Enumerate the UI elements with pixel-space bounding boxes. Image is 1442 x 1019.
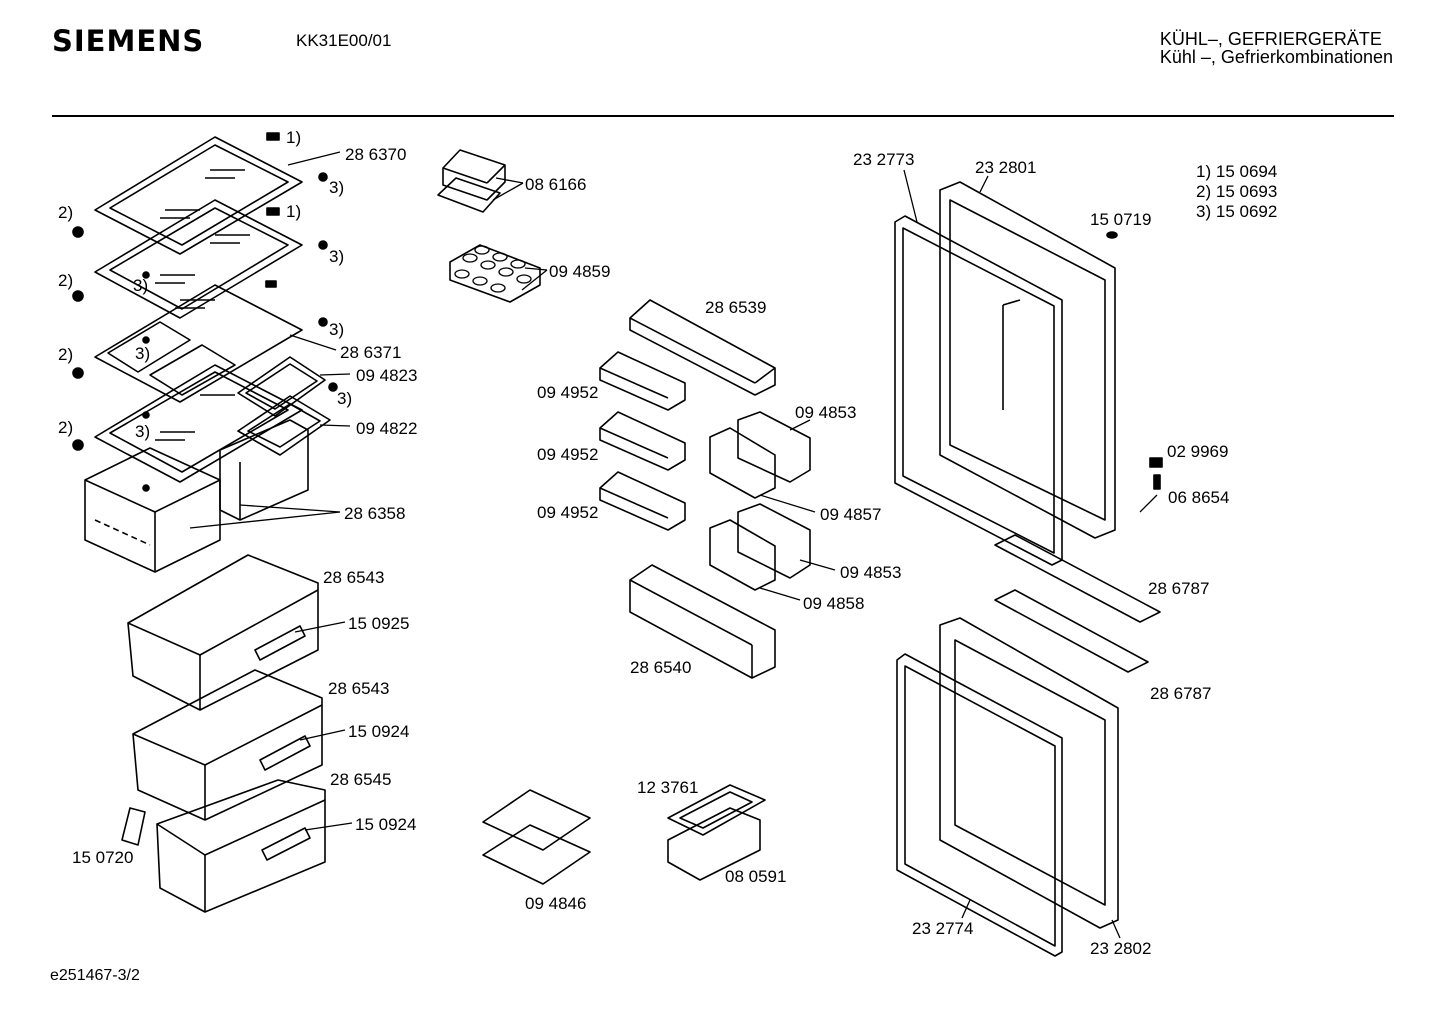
legend-key: 1)	[1196, 162, 1212, 181]
ice-tray-123761	[667, 784, 766, 881]
callout-3: 3)	[329, 247, 344, 266]
label-232802: 23 2802	[1090, 939, 1151, 958]
label-286539: 28 6539	[705, 298, 766, 317]
label-232773: 23 2773	[853, 150, 914, 169]
brand-logo: SIEMENS	[52, 24, 205, 58]
label-094823: 09 4823	[356, 366, 417, 385]
callout-2: 2)	[58, 345, 73, 364]
label-286545: 28 6545	[330, 770, 391, 789]
clip-icons	[72, 132, 338, 492]
fridge-gasket-232773	[894, 215, 1063, 566]
glass-shelf-top	[94, 136, 303, 255]
label-150719: 15 0719	[1090, 210, 1151, 229]
small-bin-094952-3	[599, 471, 686, 531]
callout-1: 1)	[286, 202, 301, 221]
legend-key: 2)	[1196, 182, 1212, 201]
door-shelf-286540	[629, 564, 776, 679]
category-line-2: Kühl –, Gefrierkombinationen	[1159, 47, 1393, 67]
category-line-1: KÜHL–, GEFRIERGERÄTE	[1159, 29, 1382, 49]
label-068654: 06 8654	[1168, 488, 1229, 507]
drawing-reference: e251467-3/2	[50, 967, 140, 984]
label-029969: 02 9969	[1167, 442, 1228, 461]
freezer-gasket-232774	[896, 653, 1063, 957]
label-094952-b: 09 4952	[537, 445, 598, 464]
fastener-icons	[1106, 231, 1163, 490]
split-shelf-4	[94, 364, 303, 483]
butter-box-086166	[437, 149, 506, 213]
legend-row: 2) 15 0693	[1196, 182, 1277, 202]
label-094822: 09 4822	[356, 419, 417, 438]
drawer-handle-150720	[121, 807, 146, 846]
category-title: KÜHL–, GEFRIERGERÄTE Kühl –, Gefrierkomb…	[1160, 30, 1393, 66]
part-labels: 28 6370 08 6166 09 4859 28 6371 09 4823 …	[58, 128, 1229, 958]
callout-3: 3)	[329, 178, 344, 197]
label-286371: 28 6371	[340, 343, 401, 362]
callout-2: 2)	[58, 271, 73, 290]
legend-part: 15 0693	[1215, 182, 1278, 201]
label-150720: 15 0720	[72, 848, 133, 867]
label-286787-b: 28 6787	[1150, 684, 1211, 703]
drawer-2	[132, 669, 323, 821]
label-232801: 23 2801	[975, 158, 1036, 177]
label-094853-b: 09 4853	[840, 563, 901, 582]
callout-3: 3)	[135, 422, 150, 441]
callout-legend: 1) 15 0694 2) 15 0693 3) 15 0692	[1196, 162, 1277, 222]
label-094853-a: 09 4853	[795, 403, 856, 422]
door-shelf-286539	[629, 299, 776, 396]
label-150924-a: 15 0924	[348, 722, 409, 741]
label-080591: 08 0591	[725, 867, 786, 886]
label-286543-a: 28 6543	[323, 568, 384, 587]
legend-row: 3) 15 0692	[1196, 202, 1277, 222]
label-286540: 28 6540	[630, 658, 691, 677]
leader-lines	[189, 151, 1158, 939]
legend-part: 15 0692	[1215, 202, 1278, 221]
callout-2: 2)	[58, 418, 73, 437]
label-123761: 12 3761	[637, 778, 698, 797]
label-094857: 09 4857	[820, 505, 881, 524]
label-286787-a: 28 6787	[1148, 579, 1209, 598]
label-150924-b: 15 0924	[355, 815, 416, 834]
label-286370: 28 6370	[345, 145, 406, 164]
callout-3: 3)	[329, 320, 344, 339]
hinge-cover-286787	[994, 534, 1161, 673]
label-094858: 09 4858	[803, 594, 864, 613]
callout-2: 2)	[58, 203, 73, 222]
label-094952-c: 09 4952	[537, 503, 598, 522]
callout-1: 1)	[286, 128, 301, 147]
drawer-1	[127, 554, 319, 711]
fridge-door-232801	[939, 181, 1116, 539]
legend-part: 15 0694	[1215, 162, 1278, 181]
bottle-holder-upper	[709, 411, 811, 499]
legend-row: 1) 15 0694	[1196, 162, 1277, 182]
label-286543-b: 28 6543	[328, 679, 389, 698]
freezer-door-232802	[939, 617, 1119, 929]
label-094952-a: 09 4952	[537, 383, 598, 402]
label-094846: 09 4846	[525, 894, 586, 913]
bottle-holder-lower	[709, 503, 811, 591]
split-shelf-3	[94, 284, 303, 403]
label-232774: 23 2774	[912, 919, 973, 938]
label-286358: 28 6358	[344, 504, 405, 523]
header-divider	[52, 115, 1394, 117]
crisper-box-286358	[84, 419, 309, 573]
drawer-3	[156, 779, 326, 913]
label-086166: 08 6166	[525, 175, 586, 194]
label-094859: 09 4859	[549, 262, 610, 281]
callout-3: 3)	[135, 344, 150, 363]
small-lid-094823	[237, 356, 326, 417]
small-lid-094822	[237, 395, 331, 456]
small-bin-094952-2	[599, 411, 686, 471]
callout-3: 3)	[133, 276, 148, 295]
ice-packs-094846	[482, 789, 591, 885]
egg-tray-094859	[449, 244, 541, 303]
legend-key: 3)	[1196, 202, 1212, 221]
label-150925: 15 0925	[348, 614, 409, 633]
callout-3: 3)	[337, 389, 352, 408]
small-bin-094952-1	[599, 351, 686, 411]
model-number: KK31E00/01	[296, 31, 392, 50]
glass-shelf-2	[94, 199, 303, 319]
